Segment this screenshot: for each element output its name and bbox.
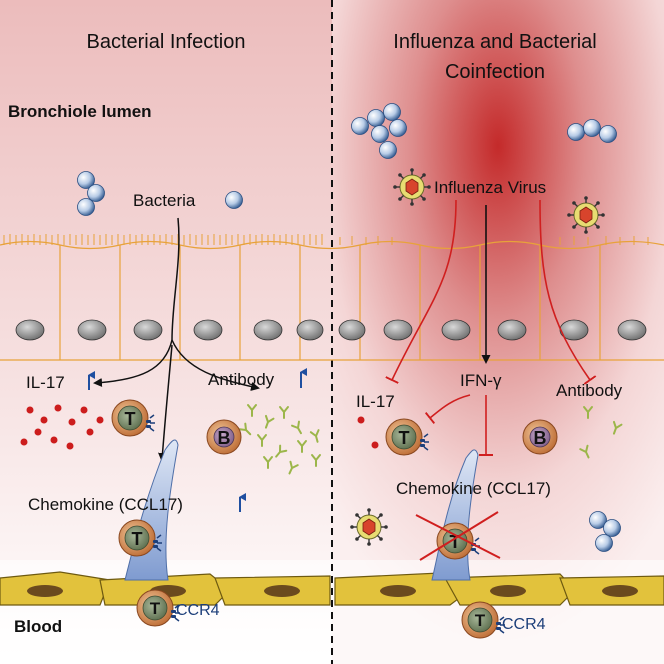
left-chemokine-label: Chemokine (CCL17) [28, 495, 183, 514]
endothelium [0, 571, 664, 606]
left-t-cell-tissue: T [111, 399, 156, 437]
bacteria-label: Bacteria [133, 191, 196, 210]
left-t-cell-migrating: T [118, 519, 163, 557]
il17-dots-right [357, 416, 379, 449]
epithelial-layer [0, 234, 664, 361]
right-ccr4-label: CCR4 [502, 616, 546, 633]
blood-label: Blood [14, 617, 62, 636]
il17-dots-left [20, 404, 104, 450]
right-signal-arrows [385, 199, 597, 456]
influenza-virus-label: Influenza Virus [434, 178, 546, 197]
right-t-cell-tissue: T [385, 418, 430, 456]
right-t-cell-blood-letter: T [475, 611, 486, 630]
right-t-cell-blood: T [461, 601, 506, 639]
right-t-cell-blocked: T [436, 522, 481, 560]
bronchiole-lumen-label: Bronchiole lumen [8, 102, 152, 121]
left-t-cell-blood: T [136, 589, 181, 627]
cilia [3, 234, 649, 245]
right-b-cell-letter: B [534, 428, 547, 448]
right-b-cell: B [522, 419, 558, 455]
left-b-cell: B [206, 419, 242, 455]
right-antibody-label: Antibody [556, 381, 623, 400]
ifn-gamma-label: IFN-γ [460, 371, 502, 390]
blocked-cross [415, 511, 501, 561]
right-chemokine-label: Chemokine (CCL17) [396, 479, 551, 498]
epithelial-nuclei [15, 319, 647, 341]
right-il17-label: IL-17 [356, 392, 395, 411]
right-panel-title-line1: Influenza and Bacterial [393, 31, 596, 53]
left-antibody-label: Antibody [208, 370, 275, 389]
right-t-cell-blocked-letter: T [450, 532, 461, 552]
left-panel-title: Bacterial Infection [87, 31, 246, 53]
right-panel-title-line2: Coinfection [445, 61, 545, 83]
left-b-cell-letter: B [218, 428, 231, 448]
left-t-cell-letter: T [125, 409, 136, 429]
left-signal-arrows [93, 217, 260, 462]
right-t-cell-letter: T [399, 428, 410, 448]
left-t-cell-blood-letter: T [150, 599, 161, 618]
left-t-cell-migrating-letter: T [132, 529, 143, 549]
left-il17-label: IL-17 [26, 373, 65, 392]
left-ccr4-label: CCR4 [176, 602, 220, 619]
